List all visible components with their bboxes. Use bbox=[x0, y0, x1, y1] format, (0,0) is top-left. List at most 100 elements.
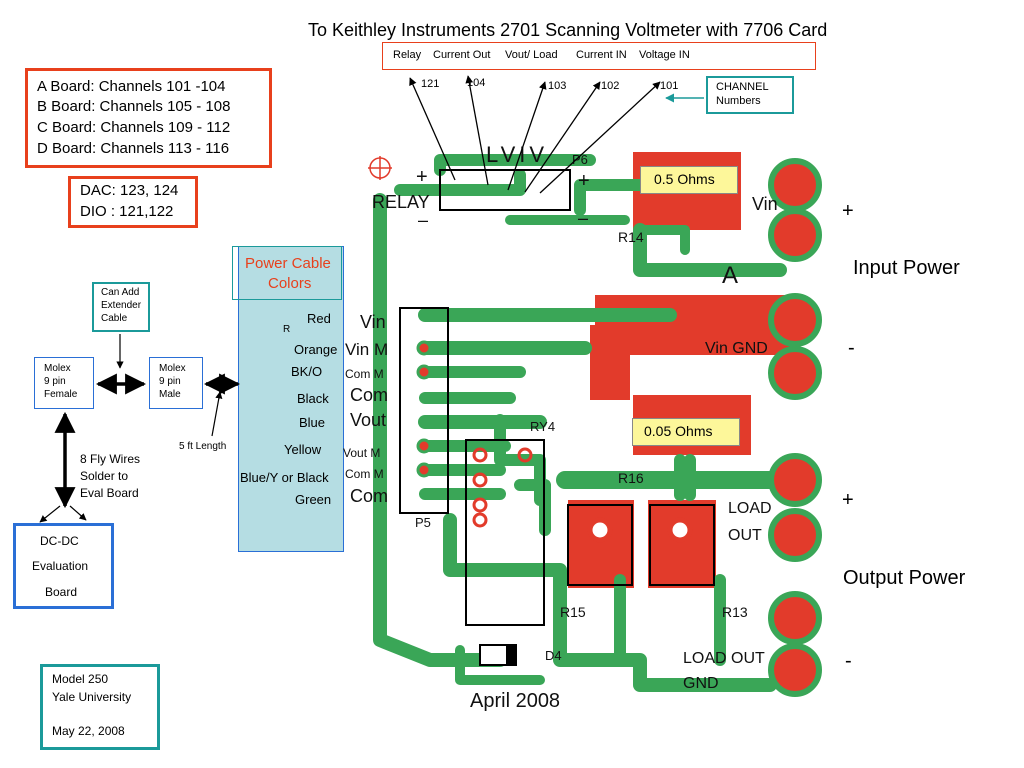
pcb-lviv: LVIV bbox=[486, 142, 549, 167]
channel-number-103: 103 bbox=[548, 80, 567, 92]
pcb-r14: R14 bbox=[618, 229, 644, 245]
dac-dio-box bbox=[68, 176, 198, 228]
boards-box bbox=[25, 68, 272, 168]
input-power-plus: + bbox=[842, 200, 854, 222]
cable-color-blue: Blue bbox=[299, 415, 326, 430]
cable-color-red: Red bbox=[307, 311, 331, 326]
pcb-p6-plus: + bbox=[578, 170, 590, 192]
channel-number-121: 121 bbox=[421, 78, 440, 90]
fly-wires-line1: 8 Fly Wires bbox=[80, 452, 140, 466]
pcb-pin-com: Com bbox=[350, 385, 389, 405]
pcb-pin-vin: Vin bbox=[360, 312, 386, 332]
dac-text: DAC: 123, 124 bbox=[80, 182, 179, 199]
pcb-d4: D4 bbox=[545, 648, 562, 663]
board-a: A Board: Channels 101 -104 bbox=[37, 78, 226, 95]
fly-wires-line2: Solder to bbox=[80, 469, 129, 483]
molex-male-line2: 9 pin bbox=[159, 376, 181, 387]
pcb-vin-gnd: Vin GND bbox=[705, 340, 768, 357]
channel-number-102: 102 bbox=[601, 80, 620, 92]
power-cable-panel bbox=[238, 246, 344, 552]
input-power-label: Input Power bbox=[853, 257, 960, 279]
pcb-relay-minus: – bbox=[418, 210, 429, 230]
pcb-pin-com-m1: Com M bbox=[345, 367, 384, 381]
header-label-relay: Relay bbox=[393, 49, 422, 61]
pcb-pin-com2: Com bbox=[350, 486, 389, 506]
dio-text: DIO : 121,122 bbox=[80, 203, 174, 220]
output-power-minus: - bbox=[845, 650, 852, 672]
model-line4: May 22, 2008 bbox=[52, 724, 125, 738]
power-cable-small-r: R bbox=[283, 324, 291, 335]
channel-numbers-box bbox=[706, 76, 794, 114]
cable-color-blue-y: Blue/Y or Black bbox=[240, 470, 329, 485]
power-cable-title-line2: Colors bbox=[268, 275, 312, 292]
molex-female-box bbox=[34, 357, 94, 409]
pcb-r16: R16 bbox=[618, 470, 644, 486]
five-ft-label: 5 ft Length bbox=[179, 441, 227, 452]
pcb-ry4: RY4 bbox=[530, 419, 556, 434]
pcb-load-out-gnd-line1: LOAD OUT bbox=[683, 650, 765, 667]
channel-number-101: 101 bbox=[660, 80, 679, 92]
pcb-a: A bbox=[722, 262, 739, 289]
molex-female-line2: 9 pin bbox=[44, 376, 66, 387]
pcb-r15: R15 bbox=[560, 604, 586, 620]
pcb-load-out-line1: LOAD bbox=[728, 500, 772, 517]
molex-female-line3: Female bbox=[44, 389, 78, 400]
model-line2: Yale University bbox=[52, 690, 132, 704]
header-label-voltage-in: Voltage IN bbox=[639, 49, 690, 61]
pcb-p5: P5 bbox=[415, 515, 431, 530]
header-label-current-out: Current Out bbox=[433, 49, 491, 61]
can-add-line2: Extender bbox=[101, 300, 142, 311]
resistor-label-05-ohms bbox=[640, 166, 738, 194]
pcb-p6: P6 bbox=[572, 152, 588, 167]
board-c: C Board: Channels 109 - 112 bbox=[37, 119, 231, 136]
can-add-line1: Can Add bbox=[101, 287, 140, 298]
pcb-pin-vin-m: Vin M bbox=[345, 340, 389, 359]
pcb-r13: R13 bbox=[722, 604, 748, 620]
dcdc-line1: DC-DC bbox=[40, 534, 79, 548]
can-add-line3: Cable bbox=[101, 313, 128, 324]
output-power-plus: + bbox=[842, 489, 854, 511]
header-label-vout-load: Vout/ Load bbox=[505, 49, 558, 61]
dcdc-line2: Evaluation bbox=[32, 559, 89, 573]
pcb-relay-label: RELAY bbox=[372, 192, 430, 212]
cable-color-black: Black bbox=[297, 391, 329, 406]
pcb-relay-plus: + bbox=[416, 166, 428, 188]
dcdc-line3: Board bbox=[45, 585, 78, 599]
pcb-p6-minus: – bbox=[578, 208, 589, 228]
pcb-load-out-gnd-line2: GND bbox=[683, 675, 719, 692]
resistor-value-05: 0.5 Ohms bbox=[654, 171, 715, 187]
cable-color-orange: Orange bbox=[294, 342, 338, 357]
pcb-date: April 2008 bbox=[470, 690, 561, 712]
cable-color-bk-o: BK/O bbox=[291, 364, 323, 379]
resistor-label-005-ohms bbox=[632, 418, 740, 446]
cable-color-green: Green bbox=[295, 492, 332, 507]
model-line1: Model 250 bbox=[52, 672, 109, 686]
model-box bbox=[40, 664, 160, 750]
can-add-box bbox=[92, 282, 150, 332]
board-b: B Board: Channels 105 - 108 bbox=[37, 98, 231, 115]
pcb-pin-com-m2: Com M bbox=[345, 467, 384, 481]
board-d: D Board: Channels 113 - 116 bbox=[37, 140, 230, 157]
output-power-label: Output Power bbox=[843, 567, 966, 589]
cable-color-yellow: Yellow bbox=[284, 442, 322, 457]
pcb-vin-right: Vin bbox=[752, 194, 778, 214]
pcb-load-out-line2: OUT bbox=[728, 527, 762, 544]
diagram-title: To Keithley Instruments 2701 Scanning Vo… bbox=[308, 20, 828, 40]
molex-male-line1: Molex bbox=[159, 363, 186, 374]
channel-numbers-line1: CHANNEL bbox=[716, 81, 769, 93]
resistor-value-005: 0.05 Ohms bbox=[644, 423, 713, 439]
dcdc-board-box bbox=[13, 523, 114, 609]
pcb-pin-vout-m: Vout M bbox=[343, 446, 381, 460]
channel-header-box bbox=[382, 42, 816, 70]
molex-male-box bbox=[149, 357, 203, 409]
pcb-pin-vout: Vout bbox=[350, 410, 387, 430]
molex-female-line1: Molex bbox=[44, 363, 71, 374]
power-cable-title-line1: Power Cable bbox=[245, 255, 331, 272]
input-power-minus: - bbox=[848, 337, 855, 359]
channel-numbers-line2: Numbers bbox=[716, 95, 761, 107]
fly-wires-line3: Eval Board bbox=[80, 486, 139, 500]
power-cable-title-box bbox=[232, 246, 342, 300]
molex-male-line3: Male bbox=[159, 389, 181, 400]
header-label-current-in: Current IN bbox=[576, 49, 627, 61]
